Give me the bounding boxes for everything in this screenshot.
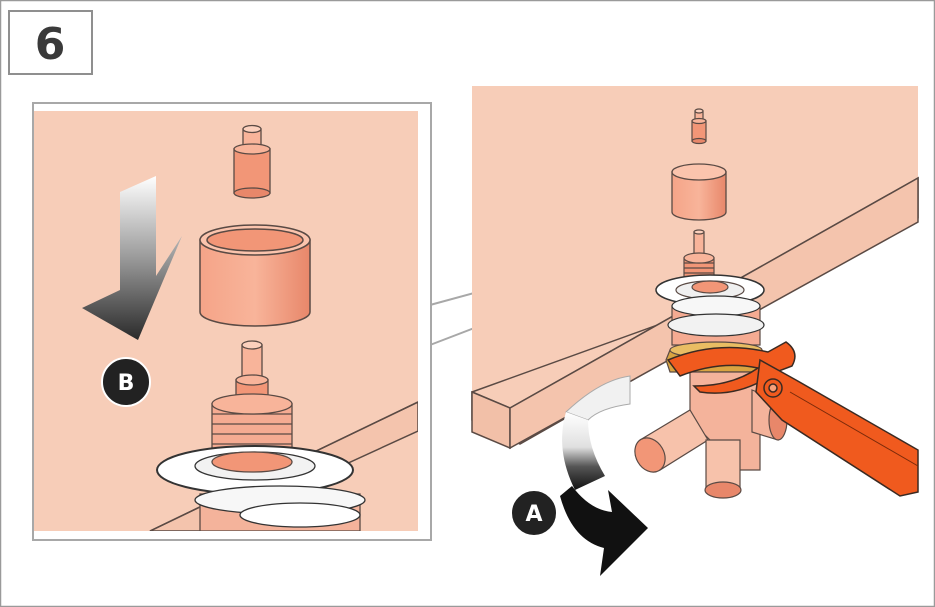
valve-cap-small <box>672 164 726 220</box>
marker-a-label: A <box>525 502 542 527</box>
marker-b-label: B <box>118 371 135 396</box>
step-number: 6 <box>35 19 66 70</box>
detail-inset: B <box>33 103 431 540</box>
step-number-box: 6 <box>9 11 92 74</box>
inset-valve-cap <box>200 225 310 326</box>
marker-b: B <box>102 358 150 406</box>
marker-a: A <box>511 490 557 536</box>
